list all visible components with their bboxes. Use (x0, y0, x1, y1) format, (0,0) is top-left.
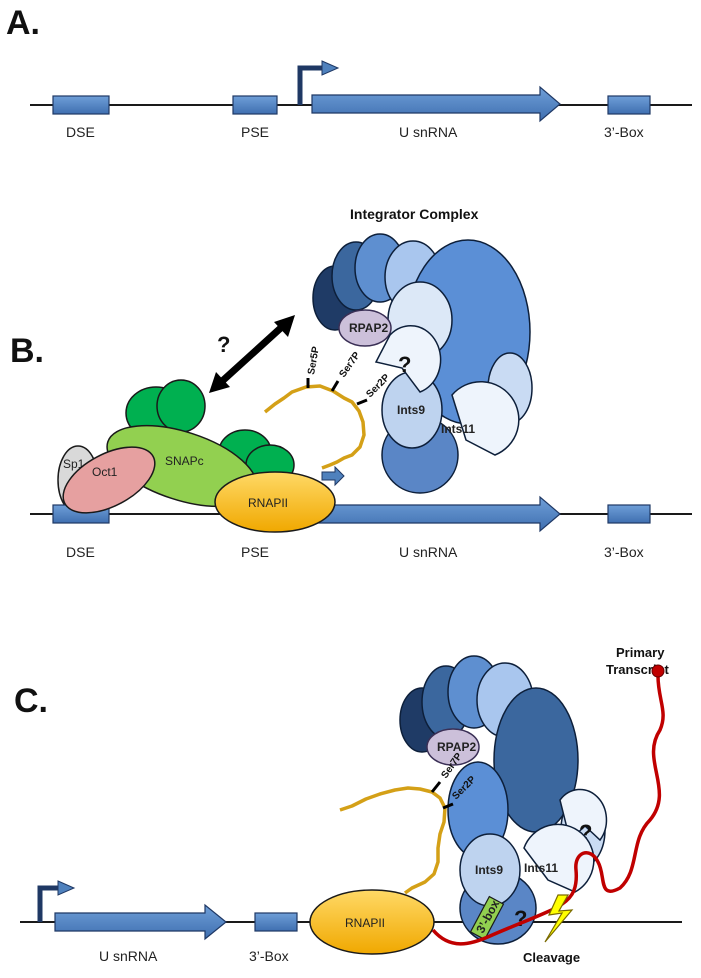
ser5p-label: Ser5P (306, 345, 322, 375)
ints9-label-b: Ints9 (397, 403, 425, 417)
ser7p-mark-b (330, 380, 340, 392)
integrator-title: Integrator Complex (350, 206, 479, 222)
rpap2-label-b: RPAP2 (349, 321, 388, 335)
gene-arrow-c (54, 903, 227, 941)
tss-arrow-head-a (321, 60, 340, 76)
dse-label-b: DSE (66, 544, 95, 560)
panel-b: B. Integrator Complex ? RPAP2 Ints9 ? (10, 206, 692, 560)
gene-label-c: U snRNA (99, 948, 158, 964)
pse-label-a: PSE (241, 124, 269, 140)
integrator-complex-c: RPAP2 ? ? Ints9 Ints11 3’-box (399, 655, 608, 945)
box3-label-c: 3’-Box (249, 948, 289, 964)
primary-label-1: Primary (616, 645, 665, 660)
panel-c: C. Primary Transcript RPAP2 ? ? Ints9 (14, 645, 682, 965)
tss-arrow-head-c (57, 880, 76, 896)
primary-transcript-rna (431, 675, 665, 946)
rpap2-c (426, 728, 480, 766)
ctd-tail-c (339, 786, 447, 895)
integrator-complex-b: RPAP2 Ints9 ? Ints11 (312, 233, 533, 494)
dse-element-a (52, 95, 110, 115)
sp1-label-b: Sp1 (63, 457, 85, 471)
pse-label-b: PSE (241, 544, 269, 560)
interaction-arrow (216, 322, 287, 387)
box3-element-b (607, 504, 651, 524)
unknown-label-b: ? (398, 352, 411, 377)
ints9-label-c: Ints9 (475, 863, 503, 877)
cleavage-lightning-icon (544, 894, 574, 943)
ser2p-mark-b (356, 398, 368, 406)
box3-element-a (607, 95, 651, 115)
rnapii-label-c: RNAPII (345, 916, 385, 930)
interaction-question: ? (217, 332, 230, 357)
box3-label-b: 3’-Box (604, 544, 644, 560)
panel-a: A. DSE PSE U snRNA 3’-Box (6, 4, 692, 140)
snapc-subunit (156, 379, 206, 433)
gene-label-a: U snRNA (399, 124, 458, 140)
tss-arrow-a (297, 65, 325, 105)
ctd-tail-b (263, 384, 366, 470)
ser2p-mark-c (442, 802, 454, 810)
pse-element-a (232, 95, 278, 115)
dse-label-a: DSE (66, 124, 95, 140)
oct1-b (62, 446, 156, 514)
transcript-5-prime-cap (651, 664, 665, 678)
ints11-label-b: Ints11 (441, 422, 475, 436)
box3-element-c (254, 912, 298, 932)
rpap2-label-c: RPAP2 (437, 740, 476, 754)
snapc-label-b: SNAPc (165, 454, 204, 468)
rnapii-b (214, 471, 336, 533)
gene-label-b: U snRNA (399, 544, 458, 560)
rnapii-c (309, 889, 435, 955)
gene-arrow-a (311, 85, 561, 123)
rpap2-b (338, 309, 392, 347)
ser7p-mark-c (430, 781, 442, 793)
tss-arrow-c (37, 885, 60, 922)
panel-c-label: C. (14, 682, 48, 720)
panel-a-label: A. (6, 4, 40, 42)
panel-b-label: B. (10, 332, 44, 370)
cleavage-label: Cleavage (523, 950, 580, 965)
box3-label-a: 3’-Box (604, 124, 644, 140)
ser7p-label-b: Ser7P (337, 350, 362, 380)
ints11-c (523, 823, 595, 893)
gene-arrow-b (317, 495, 561, 533)
unknown-bottom-label: ? (514, 906, 527, 931)
ints11-b (451, 381, 520, 456)
interaction-arrow-head-1 (209, 372, 230, 393)
interaction-arrow-head-2 (274, 315, 295, 337)
oct1-label-b: Oct1 (92, 465, 118, 479)
unknown-subunit-b (374, 325, 442, 393)
tss-arrow-b (321, 465, 345, 487)
rnapii-label-b: RNAPII (248, 496, 288, 510)
box3-rna-rect (469, 895, 505, 941)
ints11-label-c: Ints11 (524, 861, 558, 875)
